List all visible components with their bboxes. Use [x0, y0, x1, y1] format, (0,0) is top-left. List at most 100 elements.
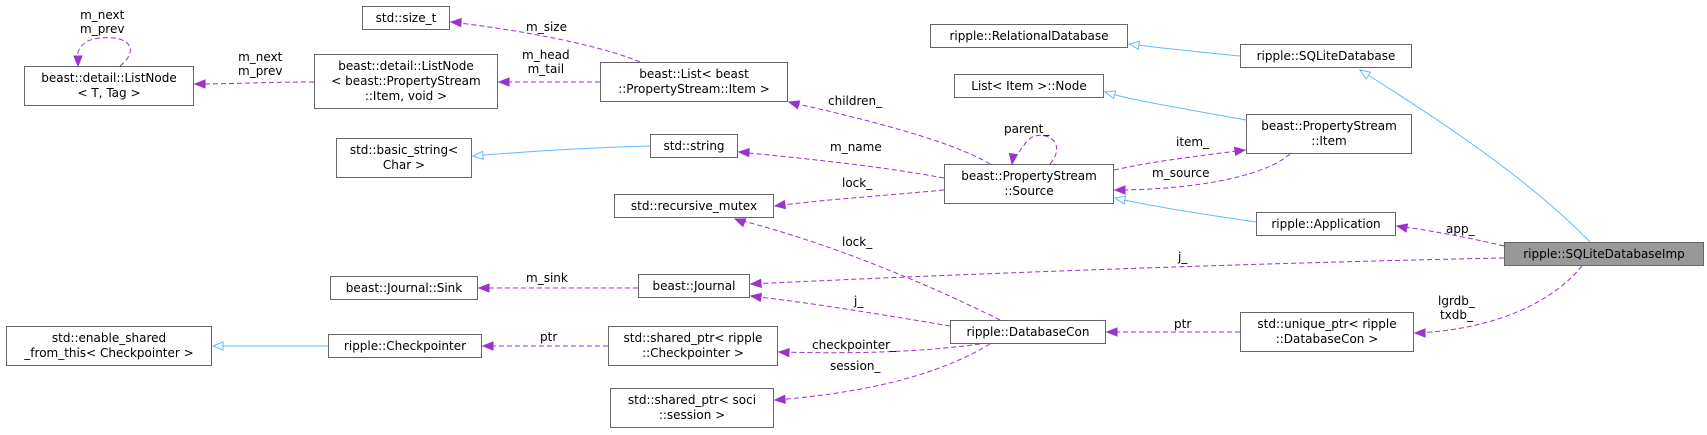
text-line: m_sink [526, 271, 568, 285]
text-line: ripple::DatabaseCon [966, 324, 1090, 339]
text-line: beast::PropertyStream [1261, 119, 1397, 133]
text-line: m_prev [80, 22, 125, 36]
text-line: beast::Journal [652, 278, 736, 293]
edge-m-next-prev [194, 81, 315, 85]
edge-label-m-source: m_source [1152, 166, 1210, 180]
node-sqlite-database[interactable]: ripple::SQLiteDatabase [1240, 44, 1412, 68]
text-line: lock_ [842, 235, 873, 249]
text-line: lgrdb_ [1438, 294, 1475, 308]
edge-j-imp [750, 257, 1505, 285]
edge-label-lock-dbcon: lock_ [842, 235, 872, 249]
text-line: ptr [540, 330, 558, 344]
edge-ckpt-enable-inherit-arrowhead [211, 341, 224, 351]
text-line: ::Item, void > [364, 89, 448, 103]
node-relational-database[interactable]: ripple::RelationalDatabase [930, 24, 1128, 48]
text-line: std::basic_string< [349, 143, 459, 157]
text-line: ::Source [1004, 184, 1054, 198]
edge-m-next-prev-self [77, 37, 131, 67]
edge-session-arrowhead [773, 394, 786, 405]
edge-lock-src-arrowhead [773, 199, 787, 210]
edge-lgrdb-arrowhead [1413, 328, 1426, 338]
node-list-property-item[interactable]: beast::List< beast::PropertyStream::Item… [600, 62, 788, 102]
text-line: m_name [830, 140, 882, 154]
text-line: std::recursive_mutex [630, 198, 758, 213]
edge-label-ptr-ckpt: ptr [540, 330, 557, 344]
text-line: txdb_ [1439, 308, 1473, 322]
text-line: ripple::RelationalDatabase [949, 28, 1109, 43]
edge-checkpointer [778, 343, 981, 354]
text-line: std::string [663, 138, 725, 153]
text-line: beast::PropertyStream [961, 169, 1097, 183]
edge-children-arrowhead [787, 100, 801, 110]
node-size-t[interactable]: std::size_t [362, 6, 450, 30]
text-line: children_ [828, 94, 883, 108]
text-line: beast::List< beast [639, 67, 749, 81]
edge-label-lgrdb: lgrdb_txdb_ [1438, 294, 1475, 322]
edge-m-size-arrowhead [449, 17, 462, 28]
edge-j-dbcon-arrowhead [749, 292, 763, 303]
text-line: ripple::Checkpointer [343, 338, 467, 353]
text-line: item_ [1176, 135, 1210, 149]
edge-m-head-tail-arrowhead [497, 77, 510, 87]
edge-ptr-dbcon-arrowhead [1105, 327, 1118, 337]
node-recursive-mutex[interactable]: std::recursive_mutex [614, 194, 774, 218]
node-enable-shared[interactable]: std::enable_shared_from_this< Checkpoint… [6, 326, 212, 366]
edge-m-next-prev-arrowhead [193, 79, 206, 89]
text-line: std::shared_ptr< ripple [623, 331, 763, 345]
edge-label-ptr-dbcon: ptr [1174, 317, 1191, 331]
edge-app-source-inherit-arrowhead [1113, 195, 1127, 205]
text-line: < T, Tag > [77, 86, 141, 100]
edge-sqlite-rel-inherit [1128, 43, 1241, 57]
node-checkpointer[interactable]: ripple::Checkpointer [328, 334, 482, 358]
edge-label-lock-src: lock_ [842, 176, 872, 190]
node-application[interactable]: ripple::Application [1256, 212, 1396, 236]
edge-label-app: app_ [1446, 222, 1475, 236]
text-line: _from_this< Checkpointer > [24, 346, 194, 360]
text-line: Char > [382, 158, 426, 172]
node-journal[interactable]: beast::Journal [638, 274, 750, 298]
text-line: ripple::Application [1271, 216, 1381, 231]
node-journal-sink[interactable]: beast::Journal::Sink [330, 276, 478, 300]
edge-label-j-dbcon: j_ [854, 294, 863, 308]
node-property-stream-item[interactable]: beast::PropertyStream::Item [1246, 114, 1412, 154]
text-line: List< Item >::Node [971, 78, 1087, 93]
node-std-string[interactable]: std::string [650, 134, 738, 158]
node-list-node-item[interactable]: List< Item >::Node [954, 74, 1104, 98]
text-line: parent_ [1004, 122, 1050, 136]
text-line: ptr [1174, 317, 1192, 331]
edge-label-children: children_ [828, 94, 882, 108]
node-unique-ptr-dbcon[interactable]: std::unique_ptr< ripple::DatabaseCon > [1240, 312, 1414, 352]
text-line: ::PropertyStream::Item > [618, 82, 770, 96]
text-line: m_source [1152, 166, 1210, 180]
node-shared-ptr-session[interactable]: std::shared_ptr< soci::session > [610, 388, 774, 428]
edge-session [774, 343, 991, 401]
node-detail-list-node-item[interactable]: beast::detail::ListNode< beast::Property… [314, 54, 498, 109]
node-detail-list-node-t[interactable]: beast::detail::ListNode< T, Tag > [24, 66, 194, 106]
edge-lock-dbcon [734, 218, 1001, 321]
edge-label-m-size: m_size [526, 20, 567, 34]
edge-children [788, 101, 991, 165]
node-sqlite-database-imp[interactable]: ripple::SQLiteDatabaseImp [1504, 242, 1704, 266]
edge-label-session: session_ [830, 359, 880, 373]
edge-ptr-ckpt-arrowhead [481, 341, 494, 351]
node-property-stream-source[interactable]: beast::PropertyStream::Source [944, 164, 1114, 204]
edge-sqlite-inherit [1359, 69, 1591, 243]
node-basic-string[interactable]: std::basic_string<Char > [336, 138, 472, 178]
edge-sqlite-rel-inherit-arrowhead [1127, 40, 1141, 51]
edge-app-arrowhead [1395, 223, 1409, 233]
text-line: ripple::SQLiteDatabase [1256, 48, 1396, 63]
text-line: std::enable_shared [51, 331, 167, 345]
edge-item-node-inherit [1104, 91, 1247, 121]
text-line: ripple::SQLiteDatabaseImp [1523, 246, 1685, 261]
node-database-con[interactable]: ripple::DatabaseCon [950, 320, 1106, 344]
text-line: std::size_t [375, 10, 437, 25]
node-shared-ptr-checkpointer[interactable]: std::shared_ptr< ripple::Checkpointer > [608, 326, 778, 366]
edge-lock-dbcon-arrowhead [733, 218, 747, 228]
edge-app [1396, 225, 1505, 247]
edge-item-node-inherit-arrowhead [1103, 90, 1117, 100]
text-line: j_ [1178, 250, 1188, 264]
edge-app-source-inherit [1114, 197, 1257, 223]
